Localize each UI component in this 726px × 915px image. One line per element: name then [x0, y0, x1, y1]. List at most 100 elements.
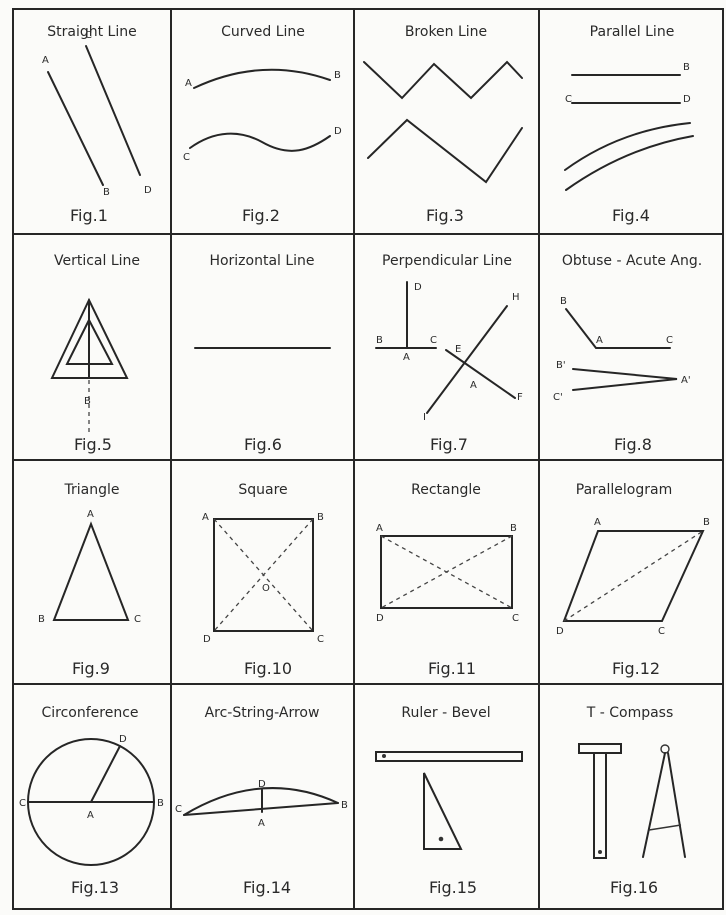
- curve-cd: [189, 132, 331, 152]
- point-label: A: [87, 810, 94, 821]
- t-square-hole: [598, 850, 602, 854]
- point-label: D: [334, 126, 342, 137]
- point-label: A: [258, 818, 265, 829]
- point-label: C: [19, 798, 26, 809]
- cell-title: Horizontal Line: [209, 253, 314, 269]
- point-label: D: [258, 779, 266, 790]
- point-label: B': [556, 360, 566, 371]
- point-label: D: [144, 185, 152, 196]
- cell-straight-line: Straight Line A C B D Fig.1: [42, 24, 152, 225]
- cell-title: Ruler - Bevel: [401, 705, 490, 721]
- point-label: B: [683, 62, 690, 73]
- figure-caption: Fig.2: [242, 206, 280, 225]
- point-label: C: [512, 613, 519, 624]
- radius-ad: [90, 745, 121, 803]
- cell-horizontal-line: Horizontal Line Fig.6: [194, 253, 331, 454]
- cell-title: Vertical Line: [54, 253, 140, 269]
- point-label: D: [683, 94, 691, 105]
- cell-ruler-bevel: Ruler - Bevel Fig.15: [375, 705, 523, 897]
- point-label: A: [403, 352, 410, 363]
- figure-caption: Fig.15: [429, 878, 477, 897]
- point-label: D: [203, 634, 211, 645]
- t-square-blade: [593, 752, 607, 859]
- point-label: C: [666, 335, 673, 346]
- point-label: B: [703, 517, 710, 528]
- arc: [183, 787, 339, 816]
- point-label: A: [202, 512, 209, 523]
- cell-title: Triangle: [64, 482, 120, 498]
- compass-hinge: [660, 744, 670, 754]
- point-label: A: [376, 523, 383, 534]
- parallelogram-shape: [562, 530, 705, 622]
- point-label: A: [87, 509, 94, 520]
- cell-arc-string-arrow: Arc-String-Arrow C B D A Fig.14: [175, 705, 348, 897]
- zigzag-lower: [367, 118, 523, 184]
- cell-title: Obtuse - Acute Ang.: [562, 253, 702, 269]
- point-label: D: [119, 734, 127, 745]
- cell-curved-line: Curved Line A B C D Fig.2: [183, 24, 342, 225]
- cell-obtuse-acute-angle: Obtuse - Acute Ang. B A C B' C' A' Fig.8: [553, 253, 702, 454]
- cell-parallel-line: Parallel Line B C D Fig.4: [564, 24, 694, 225]
- point-label: B: [510, 523, 517, 534]
- figure-caption: Fig.13: [71, 878, 119, 897]
- point-label: C': [553, 392, 563, 403]
- cell-triangle: Triangle A B C Fig.9: [38, 482, 141, 678]
- point-label: B: [103, 187, 110, 198]
- compass-leg-left: [642, 752, 666, 858]
- point-label: B: [157, 798, 164, 809]
- cell-rectangle: Rectangle A B C D Fig.11: [376, 482, 519, 678]
- point-label: B: [334, 70, 341, 81]
- figure-caption: Fig.6: [244, 435, 282, 454]
- point-label: C: [183, 152, 190, 163]
- point-label: C: [317, 634, 324, 645]
- diagonal-bd: [380, 535, 513, 609]
- cell-t-compass: T - Compass Fig.16: [578, 705, 686, 897]
- compass-leg-right: [667, 752, 686, 858]
- ruler-hole: [382, 754, 386, 758]
- cell-square: Square A B C D O Fig.10: [202, 482, 324, 678]
- point-label: A: [42, 55, 49, 66]
- point-label: D: [376, 613, 384, 624]
- cell-title: Parallelogram: [576, 482, 672, 498]
- point-label: C: [85, 30, 92, 41]
- cell-broken-line: Broken Line Fig.3: [363, 24, 523, 225]
- cell-parallelogram: Parallelogram A B C D Fig.12: [556, 482, 710, 678]
- point-label: C: [175, 804, 182, 815]
- figure-caption: Fig.1: [70, 206, 108, 225]
- point-label: O: [262, 583, 270, 594]
- point-label: C: [430, 335, 437, 346]
- bevel-triangle: [423, 772, 463, 850]
- line-cd: [85, 45, 141, 176]
- figure-caption: Fig.7: [430, 435, 468, 454]
- cell-title: Broken Line: [405, 24, 487, 40]
- cell-title: Curved Line: [221, 24, 305, 40]
- cell-title: Square: [238, 482, 287, 498]
- figure-caption: Fig.10: [244, 659, 292, 678]
- grid-lines: [12, 8, 724, 909]
- cell-title: T - Compass: [586, 705, 674, 721]
- point-label: D: [556, 626, 564, 637]
- point-label: B: [38, 614, 45, 625]
- curve-ab: [193, 68, 331, 89]
- ruler: [375, 751, 523, 762]
- figure-caption: Fig.3: [426, 206, 464, 225]
- point-label: I: [423, 412, 426, 423]
- point-label: C: [134, 614, 141, 625]
- cell-circonference: Circonference C B A D Fig.13: [19, 705, 164, 897]
- parallel-curve-1: [564, 122, 691, 171]
- rectangle-shape: [380, 535, 513, 609]
- figure-caption: Fig.5: [74, 435, 112, 454]
- compass-brace: [648, 824, 682, 831]
- figure-caption: Fig.12: [612, 659, 660, 678]
- t-square-head: [578, 743, 622, 754]
- obtuse-angle: [565, 308, 671, 349]
- cell-title: Perpendicular Line: [382, 253, 512, 269]
- cell-title: Circonference: [41, 705, 138, 721]
- point-label: D: [414, 282, 422, 293]
- cell-title: Parallel Line: [590, 24, 675, 40]
- point-label: A: [470, 380, 477, 391]
- point-label: B: [376, 335, 383, 346]
- line-ab: [47, 71, 104, 186]
- point-label: C: [565, 94, 572, 105]
